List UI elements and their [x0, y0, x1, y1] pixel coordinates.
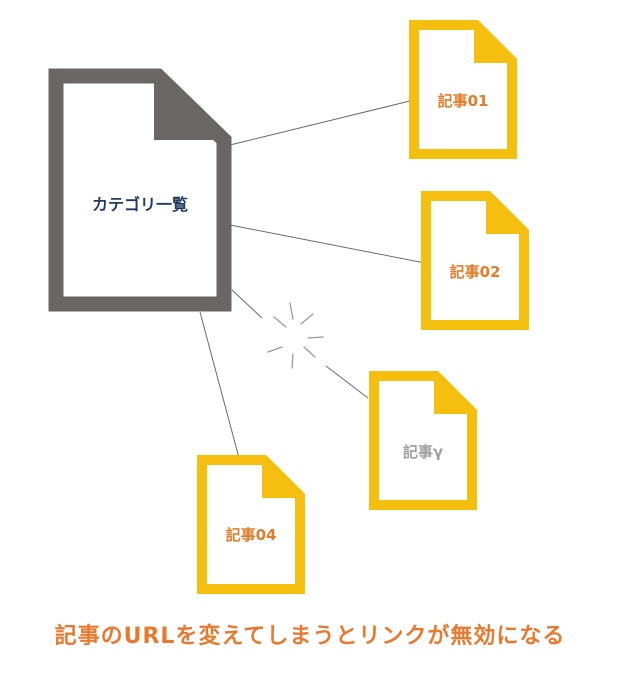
article-label-gamma: 記事γ — [403, 443, 443, 461]
link-break-icon — [267, 302, 324, 369]
connector-category-to-article01 — [229, 99, 415, 146]
article-document-01-fold — [474, 25, 512, 63]
connector-category-to-article02 — [229, 224, 426, 264]
article-document-gamma: 記事γ — [369, 371, 477, 510]
article-label-01: 記事01 — [438, 92, 489, 110]
broken-connector-start — [231, 289, 263, 319]
article-document-04-fold — [262, 460, 300, 498]
category-document-label: カテゴリ一覧 — [92, 195, 188, 214]
article-document-02: 記事02 — [421, 191, 529, 330]
article-document-01: 記事01 — [409, 20, 517, 159]
article-document-gamma-fold — [434, 376, 472, 414]
broken-connector-end — [325, 365, 369, 399]
article-document-02-fold — [486, 196, 524, 234]
article-label-04: 記事04 — [226, 526, 277, 544]
diagram-caption: 記事のURLを変えてしまうとリンクが無効になる — [54, 624, 566, 649]
category-document-fold — [154, 80, 220, 140]
article-document-04: 記事04 — [197, 455, 305, 594]
category-document: カテゴリ一覧 — [48, 68, 232, 312]
article-label-02: 記事02 — [450, 263, 501, 281]
connector-category-to-article04 — [199, 311, 240, 459]
